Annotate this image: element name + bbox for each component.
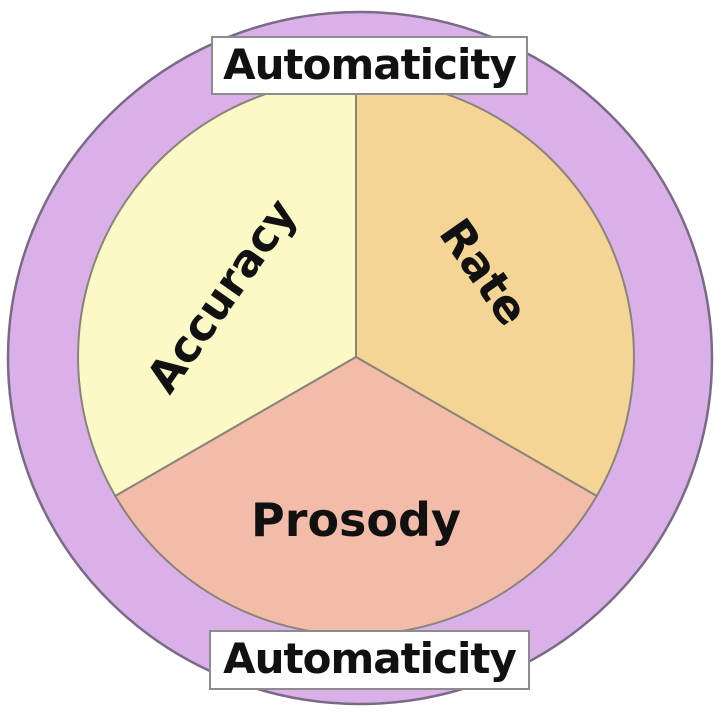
- automaticity-label-bottom: Automaticity: [209, 630, 530, 690]
- automaticity-label-top: Automaticity: [211, 36, 528, 95]
- prosody-label: Prosody: [251, 493, 461, 547]
- automaticity-ring-border: [6, 10, 714, 706]
